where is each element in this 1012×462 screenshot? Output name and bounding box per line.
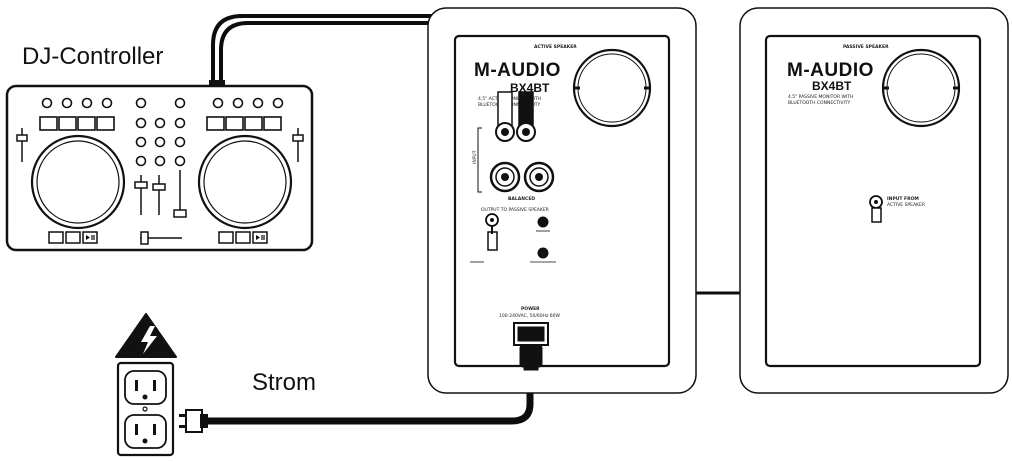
power-sub-label: 100-240VAC, 50/60Hz 60W xyxy=(499,313,560,319)
balanced-jacks xyxy=(489,161,555,193)
knob-icon xyxy=(174,97,186,109)
power-plug-icon xyxy=(179,409,208,433)
passive-input-jack xyxy=(869,195,883,223)
right-pads xyxy=(206,116,282,131)
right-pitch-slider xyxy=(292,128,304,162)
active-speaker-header: ACTIVE SPEAKER xyxy=(534,44,577,50)
mixer-knobs xyxy=(135,97,186,167)
input-label: INPUT xyxy=(472,150,478,164)
left-pads xyxy=(39,116,115,131)
right-deck-knobs xyxy=(212,97,284,109)
left-transport xyxy=(48,231,98,244)
pad-button xyxy=(244,116,263,131)
pad-button xyxy=(58,116,77,131)
knob-icon xyxy=(252,97,264,109)
knob-icon xyxy=(174,117,186,129)
left-pitch-slider xyxy=(16,128,28,162)
knob-icon xyxy=(212,97,224,109)
pad-button xyxy=(77,116,96,131)
knob-icon xyxy=(135,136,147,148)
power-socket xyxy=(513,322,549,371)
knob-icon xyxy=(272,97,284,109)
pad-button xyxy=(96,116,115,131)
pad-button xyxy=(263,116,282,131)
knob-icon xyxy=(135,117,147,129)
outlet-socket-icon xyxy=(124,370,167,405)
active-speaker-brand: M-AUDIO xyxy=(474,60,561,81)
outlet-screw-icon xyxy=(142,406,148,412)
eq-switch xyxy=(470,247,556,263)
bluetooth-pair-button xyxy=(536,216,550,232)
passive-input-label: INPUT FROM xyxy=(887,196,919,202)
knob-icon xyxy=(41,97,53,109)
left-deck-knobs xyxy=(41,97,113,109)
active-speaker: ACTIVE SPEAKER M-AUDIO BX4BT 4.5" ACTIVE… xyxy=(427,7,697,394)
knob-icon xyxy=(232,97,244,109)
power-label: POWER xyxy=(521,306,540,312)
knob-icon xyxy=(135,155,147,167)
high-voltage-warning-icon xyxy=(115,313,177,358)
passive-input-sub-label: ACTIVE SPEAKER xyxy=(887,202,925,208)
knob-icon xyxy=(174,136,186,148)
passive-speaker: PASSIVE SPEAKER M-AUDIO BX4BT 4.5" PASSI… xyxy=(739,7,1009,394)
knob-icon xyxy=(101,97,113,109)
controller-output-jack xyxy=(209,80,225,87)
right-transport xyxy=(218,231,268,244)
knob-icon xyxy=(174,155,186,167)
knob-icon xyxy=(154,155,166,167)
right-jog-wheel xyxy=(197,134,293,230)
pad-button xyxy=(206,116,225,131)
power-outlet: Strom xyxy=(115,313,316,457)
knob-icon xyxy=(61,97,73,109)
power-label-strom: Strom xyxy=(252,369,316,396)
input-bracket xyxy=(477,127,482,193)
knob-icon xyxy=(135,97,147,109)
outlet-socket-icon xyxy=(124,414,167,449)
pad-button xyxy=(39,116,58,131)
passive-speaker-header: PASSIVE SPEAKER xyxy=(843,44,889,50)
passive-speaker-desc-2: BLUETOOTH CONNECTIVITY xyxy=(788,100,851,106)
output-plug xyxy=(487,226,498,251)
passive-speaker-brand: M-AUDIO xyxy=(787,60,874,81)
balanced-label: BALANCED xyxy=(508,196,535,202)
knob-icon xyxy=(81,97,93,109)
dj-controller-label: DJ-Controller xyxy=(22,43,163,70)
knob-icon xyxy=(154,136,166,148)
passive-woofer xyxy=(881,48,961,128)
knob-icon xyxy=(154,117,166,129)
active-woofer xyxy=(572,48,652,128)
dj-controller: DJ-Controller xyxy=(5,43,314,252)
output-jack xyxy=(485,213,499,227)
left-jog-wheel xyxy=(30,134,126,230)
passive-speaker-desc-1: 4.5" PASSIVE MONITOR WITH xyxy=(788,94,853,100)
passive-speaker-model: BX4BT xyxy=(812,79,852,93)
mixer-faders xyxy=(134,170,187,245)
rca-inputs xyxy=(495,91,536,142)
power-cable xyxy=(196,358,534,425)
pad-button xyxy=(225,116,244,131)
output-label: OUTPUT TO PASSIVE SPEAKER xyxy=(481,207,549,213)
